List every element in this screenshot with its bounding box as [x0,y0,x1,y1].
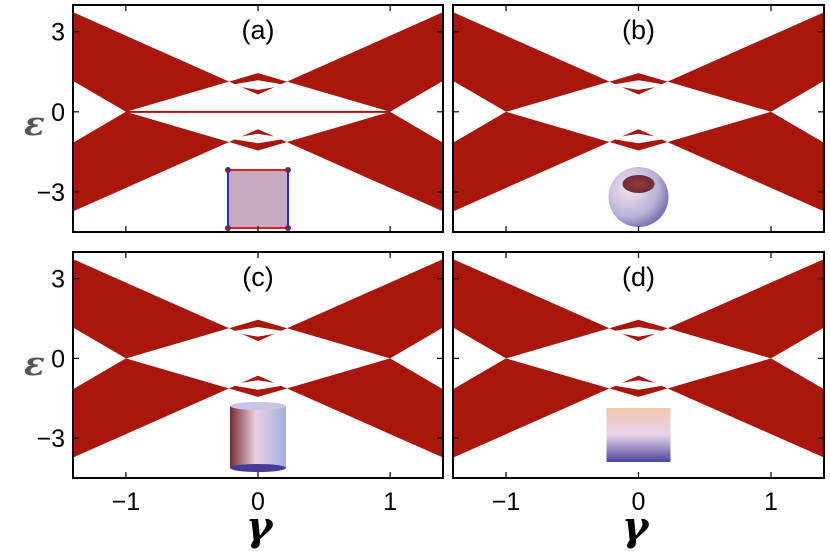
panel-a: −3 0 3 (a) [36,4,444,233]
panel-c: −1 0 1 −3 0 3 (c) [36,251,444,516]
lower-band [453,111,824,212]
inset-square [228,170,288,228]
x-axis-label-left: γ [246,503,274,550]
y-tick-label: −3 [36,179,65,207]
plot-area [73,259,443,472]
band-gap-lower [609,133,668,144]
band-gap-upper [228,327,288,337]
lower-band [73,111,443,212]
band-gap-lower [228,133,288,144]
lower-band [73,358,443,458]
x-tick-label: −1 [112,488,141,516]
inset-cylinder [230,406,286,468]
panel-label: (d) [622,262,655,292]
x-axis-label-right: γ [622,503,650,550]
inset-cylinder-top [230,402,286,410]
plot-area [73,12,443,231]
panel-label: (b) [622,15,655,45]
band-gap-upper [609,80,668,90]
inset-cylinder [606,408,671,462]
inset-corner-3 [285,225,291,231]
inset-corner-0 [225,167,231,173]
inset-corner-2 [225,225,231,231]
inset-cylinder-bottom [230,464,286,472]
inset-torus-hole [622,175,655,193]
panel-d: −1 0 1 (d) [452,251,825,516]
panel-label: (c) [242,262,273,292]
y-tick-label: 0 [51,345,65,373]
x-tick-label: 1 [383,488,397,516]
y-tick-label: 0 [51,99,65,127]
band-gap-lower [228,380,288,390]
upper-band [73,259,443,359]
band-gap-upper [228,80,288,90]
y-tick-label: −3 [36,425,65,453]
y-tick-label: 3 [51,19,65,47]
band-gap-upper [609,327,668,337]
panel-label: (a) [242,15,275,45]
panel-b: (b) [452,4,825,233]
band-gap-lower [609,380,668,390]
plot-area [453,259,824,462]
y-tick-label: 3 [51,266,65,294]
y-axis-label-bottom: ε [24,344,45,384]
x-tick-label: −1 [492,488,521,516]
lower-band [453,358,824,458]
inset-corner-1 [285,167,291,173]
x-tick-label: 1 [764,488,778,516]
x-tick-label: 0 [251,488,265,516]
plot-area [453,12,824,227]
y-axis-label-top: ε [24,104,45,144]
upper-band [453,12,824,112]
x-tick-label: 0 [632,488,646,516]
upper-band [453,259,824,359]
upper-band [73,12,443,112]
